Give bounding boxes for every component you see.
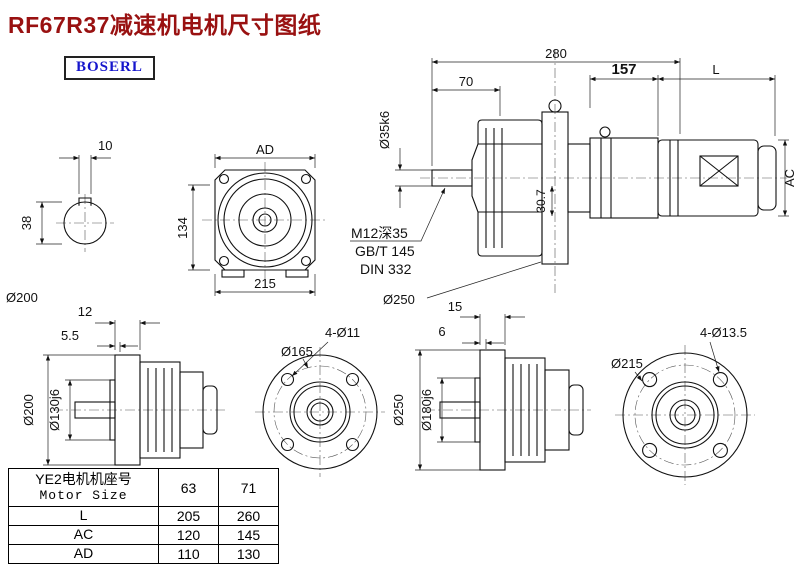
dim-134: 134 [175,217,190,239]
label-bolt-circle-215: Ø215 [611,356,643,371]
label-pilot-130: Ø130j6 [47,389,62,431]
shaft-section-outline [63,197,107,245]
side-view-right: 15 6 Ø250 Ø180j6 [391,299,591,471]
assembly-centerlines [420,50,787,293]
boserl-logo-text: BOSERL [76,59,143,75]
dim-6: 6 [438,324,445,339]
side-right-dim-lines [415,314,525,471]
front-left-outline [262,354,378,470]
dim-keyway-width: 10 [98,138,112,153]
table-size-71: 71 [218,468,279,507]
table-row-ac: AC 120 145 [8,525,279,545]
dim-5-5: 5.5 [61,328,79,343]
table-row-l: L 205 260 [8,506,279,526]
side-left-dim-lines [43,320,160,466]
side-view-left: 12 5.5 Ø200 Ø130j6 [21,304,227,466]
table-row-ad-label: AD [8,544,159,564]
dim-ac: AC [782,169,797,187]
table-row-ac-label: AC [8,525,159,545]
label-shaft-diameter: Ø35k6 [377,111,392,149]
table-row-l-value-63: 205 [158,506,219,526]
shaft-section-centerlines [56,194,114,252]
dim-157: 157 [611,61,636,78]
table-size-63: 63 [158,468,219,507]
table-row-ac-value-63: 120 [158,525,219,545]
dim-15: 15 [448,299,462,314]
label-holes-4x11: 4-Ø11 [325,325,360,340]
assembly-side-view: 280 70 157 L Ø35k6 AC 30.7 M12深35 GB/T 1… [350,46,797,307]
motor-size-table: YE2电机机座号 Motor Size 63 71 L 205 260 AC 1… [8,468,279,564]
table-row-ac-value-71: 145 [218,525,279,545]
side-right-outline [439,349,584,471]
flange-front-dim-lines [188,154,316,296]
front-left-centerlines [255,347,385,477]
front-right-centerlines [615,345,755,485]
dim-215: 215 [254,276,276,291]
flange-front-outline [214,169,316,278]
dim-70: 70 [459,74,473,89]
front-right-outline [622,352,748,478]
label-pilot-180: Ø180j6 [419,389,434,431]
table-row-ad-value-63: 110 [158,544,219,564]
table-header-cn: YE2电机机座号 [35,470,132,487]
label-od-200: Ø200 [21,394,36,426]
label-bolt-circle-165: Ø165 [281,344,313,359]
table-header-en: Motor Size [39,488,128,504]
table-header-motor-size: YE2电机机座号 Motor Size [8,468,159,507]
table-row-ad-value-71: 130 [218,544,279,564]
front-left-leaders [291,341,329,377]
table-row-ad: AD 110 130 [8,544,279,564]
note-din-standard: DIN 332 [360,261,412,277]
dim-l: L [712,62,719,77]
front-view-left: 4-Ø11 Ø165 [255,325,385,477]
dim-30-7: 30.7 [534,189,548,213]
table-row-l-label: L [8,506,159,526]
label-assembly-flange: Ø250 [383,292,415,307]
table-row-l-value-71: 260 [218,506,279,526]
label-od-250: Ø250 [391,394,406,426]
label-holes-4x13-5: 4-Ø13.5 [700,325,747,340]
front-right-leaders [634,341,720,382]
shaft-section-dim-lines [36,155,111,245]
dim-shaft-height: 38 [19,216,34,230]
assembly-outline [431,99,777,265]
flange-front-view: AD 134 215 [175,142,328,296]
boserl-logo: BOSERL [64,56,155,80]
front-view-right: 4-Ø13.5 Ø215 [611,325,755,485]
flange-front-centerlines [202,162,328,282]
note-thread: M12深35 [351,225,408,241]
dim-280: 280 [545,46,567,61]
note-gbt-standard: GB/T 145 [355,243,415,259]
label-left-flange-od: Ø200 [6,290,38,305]
page-title: RF67R37减速机电机尺寸图纸 [8,12,322,38]
shaft-section-view: 10 38 Ø200 [6,138,114,305]
side-left-outline [74,354,218,466]
dim-12: 12 [78,304,92,319]
assembly-dim-lines [350,58,789,299]
table-header-row: YE2电机机座号 Motor Size 63 71 [8,468,279,507]
dim-ad: AD [256,142,274,157]
